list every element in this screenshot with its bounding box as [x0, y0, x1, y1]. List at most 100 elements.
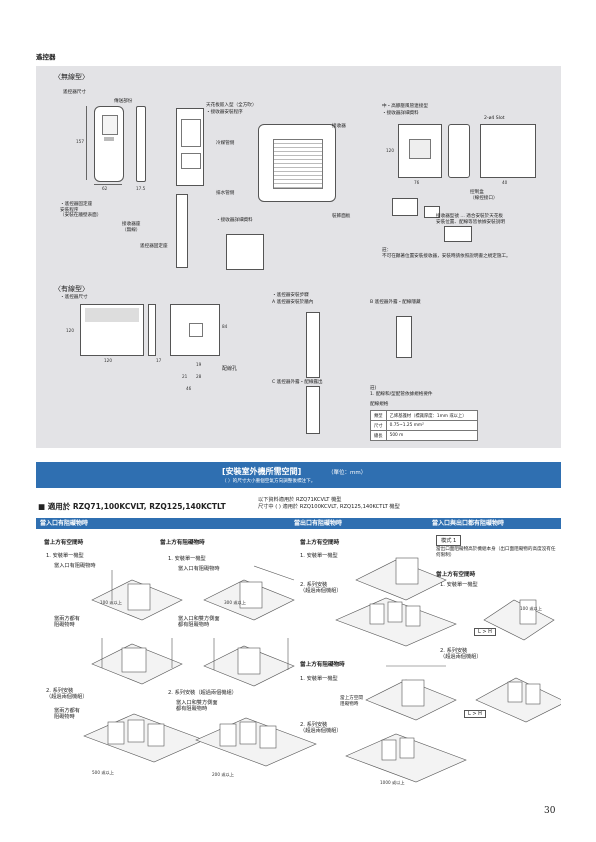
wired-dim-d2: 28: [196, 374, 202, 379]
receiver-small-c: [444, 226, 472, 242]
diagram-c1b-double: [203, 638, 295, 687]
clearance-diagrams: [83, 557, 561, 783]
diagram-c1b-series: [195, 717, 317, 767]
diagram-c1-single: [91, 570, 183, 621]
dim-tag: 200 或以上: [212, 772, 234, 777]
dim-tag: 100 或以上: [100, 600, 122, 605]
wired-dim-c: 21: [182, 374, 188, 379]
col1-sub-a: 當上方有空間時: [44, 540, 84, 546]
cassette-detail: ・接收器詳細資料: [216, 218, 253, 223]
remote-button: [104, 137, 114, 141]
step-b-wall: [396, 316, 412, 358]
wall-section: [176, 194, 188, 268]
wireless-remote-side: [136, 106, 146, 182]
wired-dim-b: 46: [186, 386, 192, 391]
wired-heading: 〈有線型〉: [54, 285, 89, 293]
remote-controller-panel: 〈無線型〉 遙控器尺寸 傳送部份 157 62 17.5 ・遙控器固定座 安裝程…: [36, 66, 561, 448]
pattern-desc: 當出口面阻礙物高於機組本身（出口面阻礙物的高度沒有任何限制）: [436, 547, 556, 558]
holder-label: ・遙控器固定座 安裝程序 （安裝在牆壁表面）: [60, 202, 102, 218]
duct-receiver-side: [448, 124, 470, 178]
wireless-remote-front: [94, 106, 124, 182]
models-heading: ■ 適用於 RZQ71,100KCVLT, RZQ125,140KCTLT: [38, 502, 226, 511]
dim-tag: 100 或以上: [520, 606, 542, 611]
wired-dim-h: 120: [66, 328, 74, 333]
wall-label-a: 2-ø4 Slot: [484, 116, 505, 121]
wall-sub: ・接收器詳細資料: [382, 111, 419, 116]
receiver-small-a: [392, 198, 418, 216]
step-b: B 遙控器外露・配線隱藏: [370, 300, 421, 305]
col-header-outlet: 當出口有阻礙物時: [290, 518, 428, 529]
wall-note-b: 安裝位置、配線等皆依據安裝說明: [436, 220, 505, 225]
band-unit: （單位：mm）: [328, 470, 367, 476]
lh-label-b: L > H: [464, 710, 486, 718]
diagram-c2-single: [355, 557, 447, 601]
cassette-label-c: 排水管側: [216, 191, 235, 196]
receiver-small-b: [424, 206, 440, 218]
models-note-a: 以下資料適用於 RZQ71KCVLT 機型: [258, 497, 342, 503]
col2-item2: 2. 系列安裝 （超過兩個機組）: [300, 582, 342, 595]
col1-item1b-desc: 當兩方都有 阻礙物時: [54, 616, 80, 629]
page-number: 30: [544, 806, 556, 816]
lh-label-a: L > H: [474, 628, 496, 636]
col2-b-item1: 1. 安裝單一機型: [300, 676, 338, 682]
install-title: ・遙控器安裝步驟: [272, 293, 309, 298]
col2-b-item2: 2. 系列安裝 （超過兩個機組）: [300, 722, 342, 735]
dim-tag: 1000 或以上: [380, 780, 405, 785]
wall-dim-a: 120: [386, 148, 394, 153]
col2-b-label: 當上方空間 阻礙物時: [340, 696, 363, 707]
col-header-both: 當入口與出口都有阻礙物時: [428, 518, 561, 529]
col-header-inlet: 當入口有阻礙物時: [36, 518, 290, 529]
col3-item1: 1. 安裝單一機型: [440, 582, 478, 588]
holder-screw-label: 遙控器固定座: [140, 244, 168, 249]
col1-b-item1b-desc: 當入口和雙方側面 都有阻礙物時: [178, 616, 220, 629]
wiring-hole-label: 配線孔: [222, 366, 238, 372]
remote-display: [102, 115, 118, 135]
diagram-c3-single: [483, 599, 555, 641]
wall-label-b: 控制盒 （線控接口）: [470, 190, 498, 201]
step-c: C 遙控器外露・配線露出: [272, 380, 323, 385]
col1-item1: 1. 安裝單一機型: [46, 553, 84, 559]
col1-b-item1-desc: 當入口有阻礙物時: [178, 566, 220, 572]
col1-item1-desc: 當入口有阻礙物時: [54, 563, 96, 569]
step-a-wall: [306, 312, 320, 378]
receiver-label: 接收器座 （無線）: [122, 222, 141, 233]
col2-item1: 1. 安裝單一機型: [300, 553, 338, 559]
col3-sub-a: 當上方有空間時: [436, 572, 476, 578]
wired-remote-front: [80, 304, 144, 356]
dim-d: 17.5: [136, 186, 146, 191]
dim-tag: 300 或以上: [224, 600, 246, 605]
wired-remote-dims-label: ・遙控器尺寸: [60, 295, 88, 300]
cassette-sub: ・接收器安裝程序: [206, 110, 243, 115]
step-c-wall: [306, 386, 320, 434]
wired-remote-back: [170, 304, 220, 356]
models-note-b: 尺寸中 ( ) 適用於 RZQ100KCVLT, RZQ125,140KCTLT…: [258, 504, 400, 510]
col1-b-item2: 2. 系列安裝（超過兩個機組）: [168, 690, 237, 696]
col1-item2-desc: 當兩方都有 阻礙物時: [54, 708, 80, 721]
wired-dim-d: 17: [156, 358, 162, 363]
wired-remote-side: [148, 304, 156, 356]
wall-title: 中・高靜壓風管連接型: [382, 104, 428, 109]
cassette-panel: [258, 124, 336, 202]
col1-b-item2-desc: 當入口和雙方側面 都有阻礙物時: [176, 700, 218, 713]
signal-label: 傳送部份: [114, 99, 133, 104]
band-title: [安裝室外機所需空間]: [222, 467, 302, 476]
band-note: （ ）的尺寸大小重個空氣方向調整後標注下。: [222, 479, 316, 484]
dim-h: 157: [76, 139, 84, 144]
spec-row: 類型乙烯基護材（標識厚度：1mm 或以上）: [370, 410, 478, 421]
diagram-c3-series: [475, 677, 561, 723]
cassette-label-a: 冷媒管側: [216, 141, 235, 146]
diagram-c2b-single: [365, 665, 457, 721]
wireless-remote-dims-label: 遙控器尺寸: [63, 90, 86, 95]
cassette-title: 天花板嵌入型（全方吹）: [206, 103, 257, 108]
receiver-detail-box: [226, 234, 264, 270]
col2-sub-b: 當上方有阻礙物時: [300, 662, 345, 668]
col1-sub-b: 當上方有阻礙物時: [160, 540, 205, 546]
duct-receiver-front: [398, 124, 442, 178]
wired-dim-e: 19: [196, 362, 202, 367]
wired-remote-display: [85, 308, 139, 322]
wall-dim-b: 76: [414, 180, 420, 185]
diagram-c2-series: [335, 597, 457, 647]
diagram-c1b-single: [203, 565, 295, 621]
